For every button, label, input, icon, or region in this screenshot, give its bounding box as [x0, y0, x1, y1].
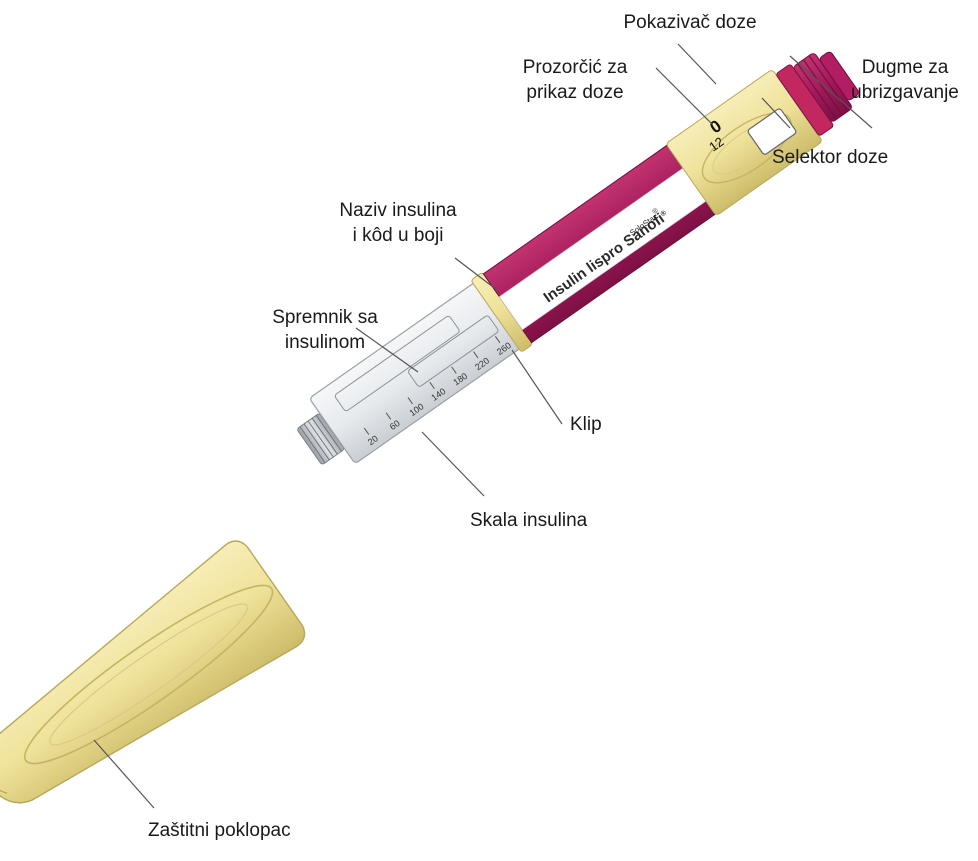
label-insulin-scale: Skala insulina — [470, 508, 587, 533]
label-dose-indicator: Pokazivač doze — [585, 10, 795, 35]
label-injection-button: Dugme za ubrizgavanje — [835, 55, 975, 105]
label-dose-selector: Selektor doze — [772, 145, 888, 170]
protective-cap — [0, 535, 310, 836]
label-insulin-name-color: Naziv insulina i kôd u boji — [318, 198, 478, 248]
label-dose-window: Prozorčić za prikaz doze — [505, 55, 645, 105]
insulin-color-code-band — [483, 145, 715, 342]
label-clip: Klip — [570, 412, 602, 437]
label-protective-cap: Zaštitni poklopac — [148, 818, 291, 843]
label-insulin-reservoir: Spremnik sa insulinom — [260, 305, 390, 355]
